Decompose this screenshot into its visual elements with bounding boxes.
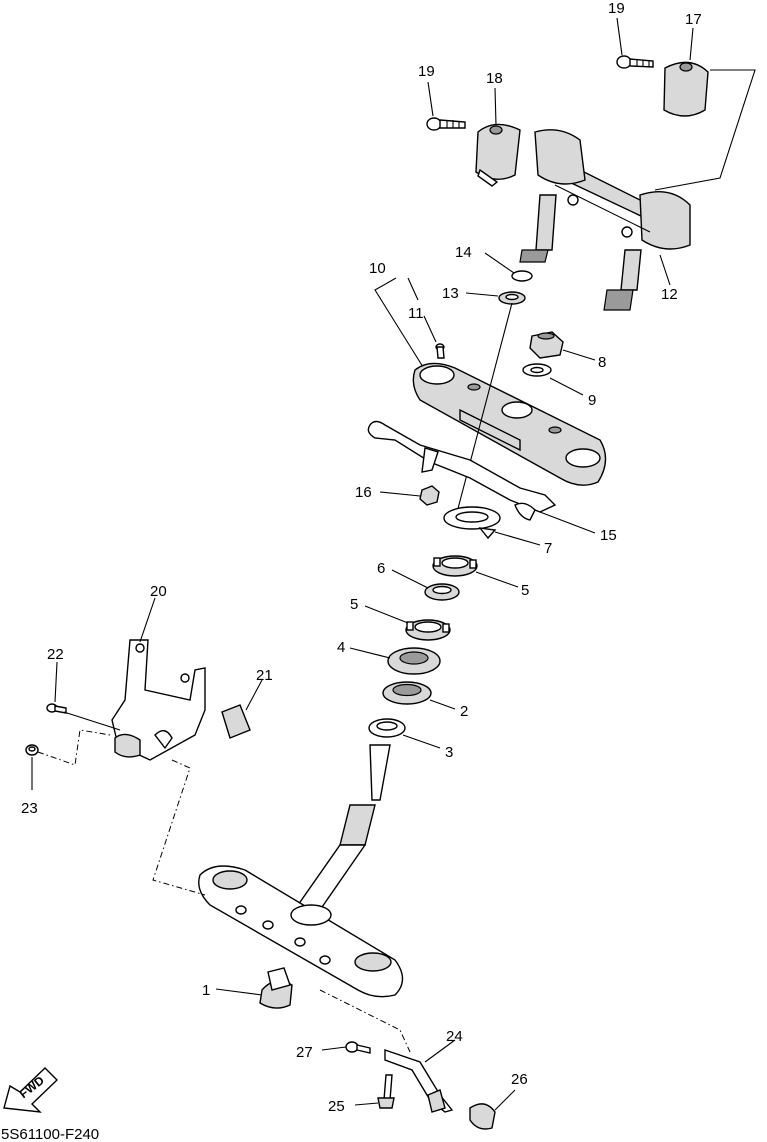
fwd-arrow-icon	[3, 1067, 59, 1113]
callout-9: 9	[588, 392, 596, 409]
nut-8	[529, 331, 564, 359]
steering-stem	[198, 744, 404, 998]
callout-26: 26	[511, 1071, 528, 1088]
dust-seal-4	[387, 647, 441, 675]
callout-15: 15	[600, 527, 617, 544]
lock-washer-7	[443, 506, 501, 540]
callout-25: 25	[328, 1098, 345, 1115]
callout-14: 14	[455, 244, 472, 261]
callout-10: 10	[369, 260, 386, 277]
callout-23: 23	[21, 800, 38, 817]
ring-nut-5-lower	[405, 619, 451, 641]
callout-19-left: 19	[418, 63, 435, 80]
nut-16	[419, 485, 440, 506]
bolt-19-left	[426, 117, 466, 131]
callout-13: 13	[442, 285, 459, 302]
bolt-25	[377, 1074, 395, 1109]
callout-20: 20	[150, 583, 167, 600]
bracket-24	[384, 1049, 454, 1113]
washer-14	[511, 270, 533, 282]
washer-6	[424, 583, 460, 601]
callout-6: 6	[377, 560, 385, 577]
callout-4: 4	[337, 639, 345, 656]
callout-5-upper: 5	[521, 582, 529, 599]
callout-18: 18	[486, 70, 503, 87]
callout-3: 3	[445, 744, 453, 761]
ring-nut-5-upper	[432, 555, 478, 577]
callout-16: 16	[355, 484, 372, 501]
part-1	[259, 967, 293, 1009]
callout-17: 17	[685, 11, 702, 28]
bolt-11	[435, 343, 445, 359]
callout-22: 22	[47, 646, 64, 663]
callout-2: 2	[460, 703, 468, 720]
nut-23	[25, 744, 39, 756]
callout-8: 8	[598, 354, 606, 371]
upper-bracket	[374, 277, 607, 486]
callout-19-right: 19	[608, 0, 625, 17]
screw-22	[46, 703, 67, 714]
callout-7: 7	[544, 540, 552, 557]
callout-1: 1	[202, 982, 210, 999]
cable-holder	[111, 639, 206, 761]
callout-21: 21	[256, 667, 273, 684]
bearing-2	[382, 681, 432, 705]
bolt-19-right	[616, 55, 654, 69]
callout-24: 24	[446, 1028, 463, 1045]
race-3	[368, 718, 406, 738]
callout-5-lower: 5	[350, 596, 358, 613]
part-21	[221, 704, 251, 739]
callout-27: 27	[296, 1044, 313, 1061]
drawing-code: 5S61100-F240	[1, 1126, 99, 1142]
callout-11: 11	[408, 305, 424, 322]
cable-guide	[367, 420, 557, 521]
callout-12: 12	[661, 286, 678, 303]
bolt-27	[345, 1041, 371, 1054]
handlebar-holder-assembly	[426, 17, 756, 311]
part-26	[469, 1103, 496, 1130]
